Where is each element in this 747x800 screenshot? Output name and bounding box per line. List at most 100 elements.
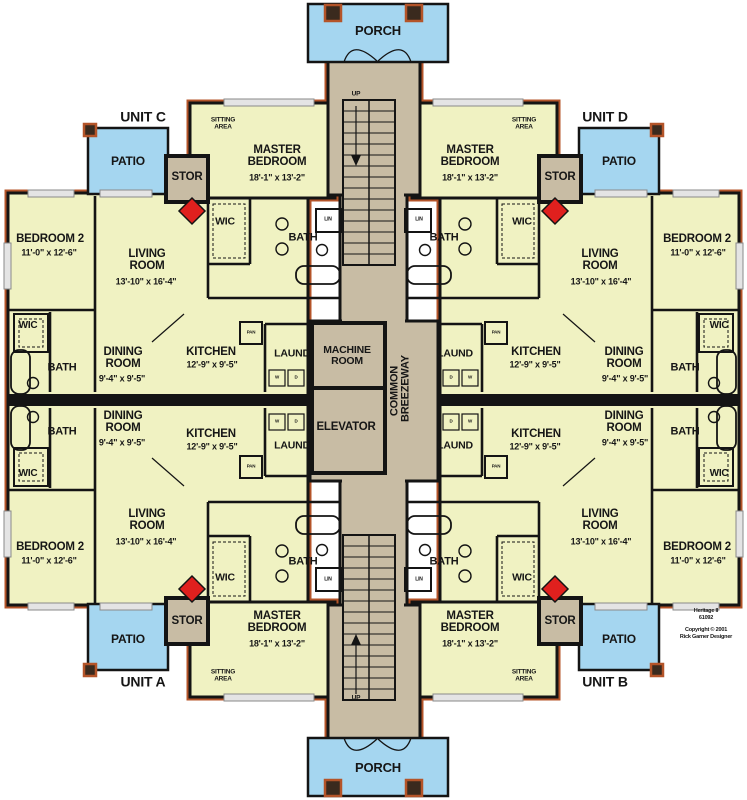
porch-column (323, 3, 343, 23)
linen-closet (315, 208, 343, 233)
closet (13, 313, 49, 353)
door-swing (343, 49, 378, 63)
dryer-box (287, 413, 305, 431)
bathtub (716, 405, 737, 451)
toilet (707, 376, 721, 390)
columns (82, 3, 665, 798)
sink (458, 217, 472, 231)
bathtub (406, 515, 452, 535)
hall-opening (342, 473, 405, 485)
closet-shelf (501, 203, 535, 259)
washer-box (268, 413, 286, 431)
sink (275, 544, 289, 558)
sink (458, 544, 472, 558)
window (672, 189, 720, 198)
elevator-shaft (310, 386, 387, 475)
patio-unit-a (86, 602, 170, 672)
generated-unit-geometry (3, 98, 744, 702)
pantry-closet (239, 321, 263, 345)
closet-shelf (703, 318, 729, 348)
dryer-box (287, 369, 305, 387)
toilet (26, 376, 40, 390)
window (432, 98, 524, 107)
window (223, 98, 315, 107)
patio-post (649, 122, 665, 138)
window (432, 693, 524, 702)
toilet (418, 543, 432, 557)
party-wall-right (436, 394, 739, 406)
bathtub (10, 405, 31, 451)
window (672, 602, 720, 611)
kitchen-counter (151, 457, 185, 487)
patio-post (82, 122, 98, 138)
patio-post (649, 662, 665, 678)
toilet (418, 243, 432, 257)
window (99, 189, 153, 198)
floor-master-c (188, 101, 337, 200)
closet-shelf (703, 452, 729, 482)
sink (458, 569, 472, 583)
linen-closet (404, 567, 432, 592)
window (99, 602, 153, 611)
pantry-closet (484, 455, 508, 479)
fireplace (540, 574, 570, 604)
porch-column (404, 3, 424, 23)
porch-column (323, 778, 343, 798)
machine-room (310, 321, 387, 390)
window (223, 693, 315, 702)
linen-closet (315, 567, 343, 592)
patio-unit-c (86, 126, 170, 196)
sink (458, 242, 472, 256)
patio-unit-b (577, 602, 661, 672)
closet (13, 447, 49, 487)
window (3, 510, 12, 558)
door-swing (343, 737, 378, 751)
patio-post (82, 662, 98, 678)
patios (86, 126, 661, 672)
stairs-direction-arrow (351, 634, 361, 645)
closet-shelf (212, 203, 246, 259)
toilet (26, 410, 40, 424)
door-swing (377, 49, 412, 63)
window (27, 602, 75, 611)
party-wall (8, 394, 739, 406)
closet-shelf (212, 541, 246, 597)
dryer-box (442, 413, 460, 431)
washer-box (461, 369, 479, 387)
stor-unit-c (164, 154, 210, 204)
sink (275, 242, 289, 256)
window (3, 242, 12, 290)
porch-door-swings (343, 49, 412, 751)
window (735, 242, 744, 290)
patio-unit-d (577, 126, 661, 196)
bathtub (10, 349, 31, 395)
floor-master-a (188, 600, 337, 699)
bathtub (716, 349, 737, 395)
washer-box (268, 369, 286, 387)
floor-master-d (410, 101, 559, 200)
bathtub (295, 515, 341, 535)
closet (698, 313, 734, 353)
kitchen-counter (562, 457, 596, 487)
stairs-direction-arrow (351, 155, 361, 166)
closet (698, 447, 734, 487)
porch-column (404, 778, 424, 798)
window (27, 189, 75, 198)
kitchen-counter (562, 313, 596, 343)
party-wall-left (8, 394, 310, 406)
bathtub (406, 265, 452, 285)
fireplace (540, 196, 570, 226)
floor-master-b (410, 600, 559, 699)
toilet (707, 410, 721, 424)
toilet (315, 543, 329, 557)
sink (275, 569, 289, 583)
pantry-closet (239, 455, 263, 479)
stor-unit-b (537, 596, 583, 646)
window (735, 510, 744, 558)
linen-closet (404, 208, 432, 233)
kitchen-counter (151, 313, 185, 343)
stor-unit-d (537, 154, 583, 204)
sink (275, 217, 289, 231)
